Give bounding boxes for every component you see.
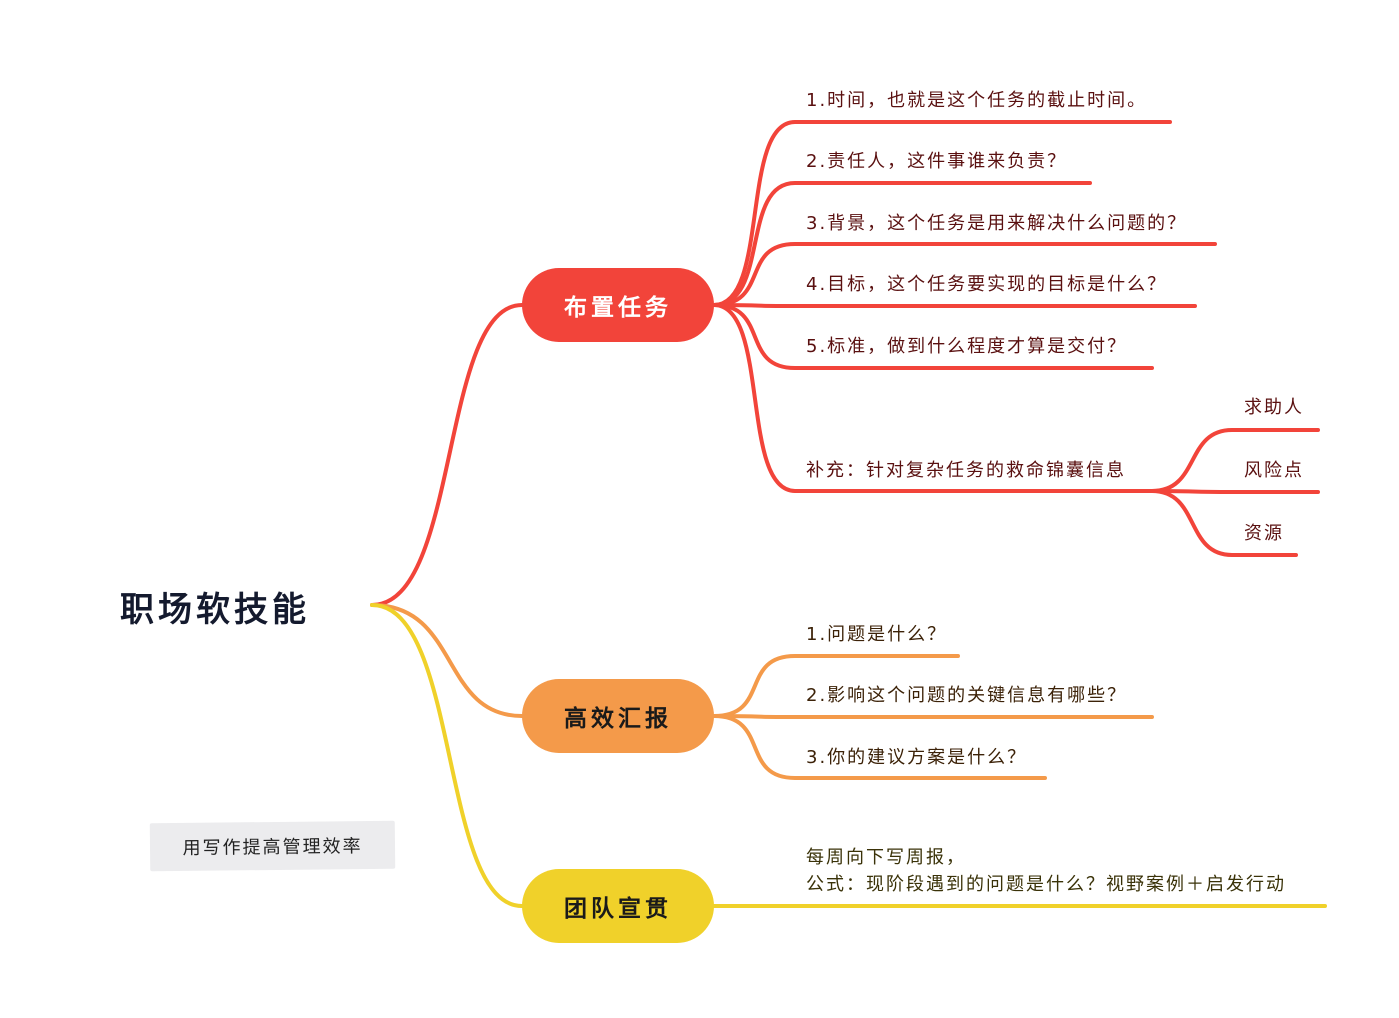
connector-task-1 (712, 120, 1172, 307)
connector-root-to-report (370, 603, 524, 718)
connector-root-to-task (370, 303, 524, 607)
branch-assign-task[interactable]: 布置任务 (522, 268, 714, 342)
note-tag[interactable]: 用写作提高管理效率 (149, 820, 396, 872)
connector-report-2 (712, 714, 1154, 719)
branch-team-communication[interactable]: 团队宣贯 (522, 869, 714, 943)
sub-item-resource[interactable]: 资源 (1244, 523, 1284, 544)
task-item-deadline[interactable]: 1.时间，也就是这个任务的截止时间。 (806, 90, 1148, 111)
sub-item-helper[interactable]: 求助人 (1244, 397, 1304, 418)
task-item-goal[interactable]: 4.目标，这个任务要实现的目标是什么？ (806, 274, 1168, 295)
team-item-formula[interactable]: 公式：现阶段遇到的问题是什么？视野案例＋启发行动 (806, 874, 1286, 895)
connector-task-supplement (712, 303, 1154, 493)
connector-root-to-team (370, 603, 524, 908)
task-item-standard[interactable]: 5.标准，做到什么程度才算是交付？ (806, 336, 1128, 357)
connector-task-3 (712, 242, 1217, 307)
connector-sub-2 (1150, 489, 1320, 494)
connector-task-5 (712, 303, 1154, 370)
root-title[interactable]: 职场软技能 (120, 590, 310, 630)
connector-task-2 (712, 181, 1092, 307)
connector-report-3 (712, 714, 1047, 780)
connector-report-1 (712, 654, 960, 718)
connector-sub-1 (1150, 428, 1320, 493)
task-item-background[interactable]: 3.背景，这个任务是用来解决什么问题的？ (806, 213, 1188, 234)
branch-efficient-report[interactable]: 高效汇报 (522, 679, 714, 753)
connector-sub-3 (1150, 489, 1298, 557)
report-item-suggestion[interactable]: 3.你的建议方案是什么？ (806, 747, 1028, 768)
report-item-key-info[interactable]: 2.影响这个问题的关键信息有哪些？ (806, 685, 1128, 706)
team-item-weekly-report[interactable]: 每周向下写周报， (806, 847, 966, 868)
task-item-supplement[interactable]: 补充：针对复杂任务的救命锦囊信息 (806, 460, 1126, 481)
connector-task-4 (712, 303, 1197, 308)
report-item-problem[interactable]: 1.问题是什么？ (806, 624, 948, 645)
task-item-owner[interactable]: 2.责任人，这件事谁来负责？ (806, 151, 1068, 172)
sub-item-risk[interactable]: 风险点 (1244, 460, 1304, 481)
